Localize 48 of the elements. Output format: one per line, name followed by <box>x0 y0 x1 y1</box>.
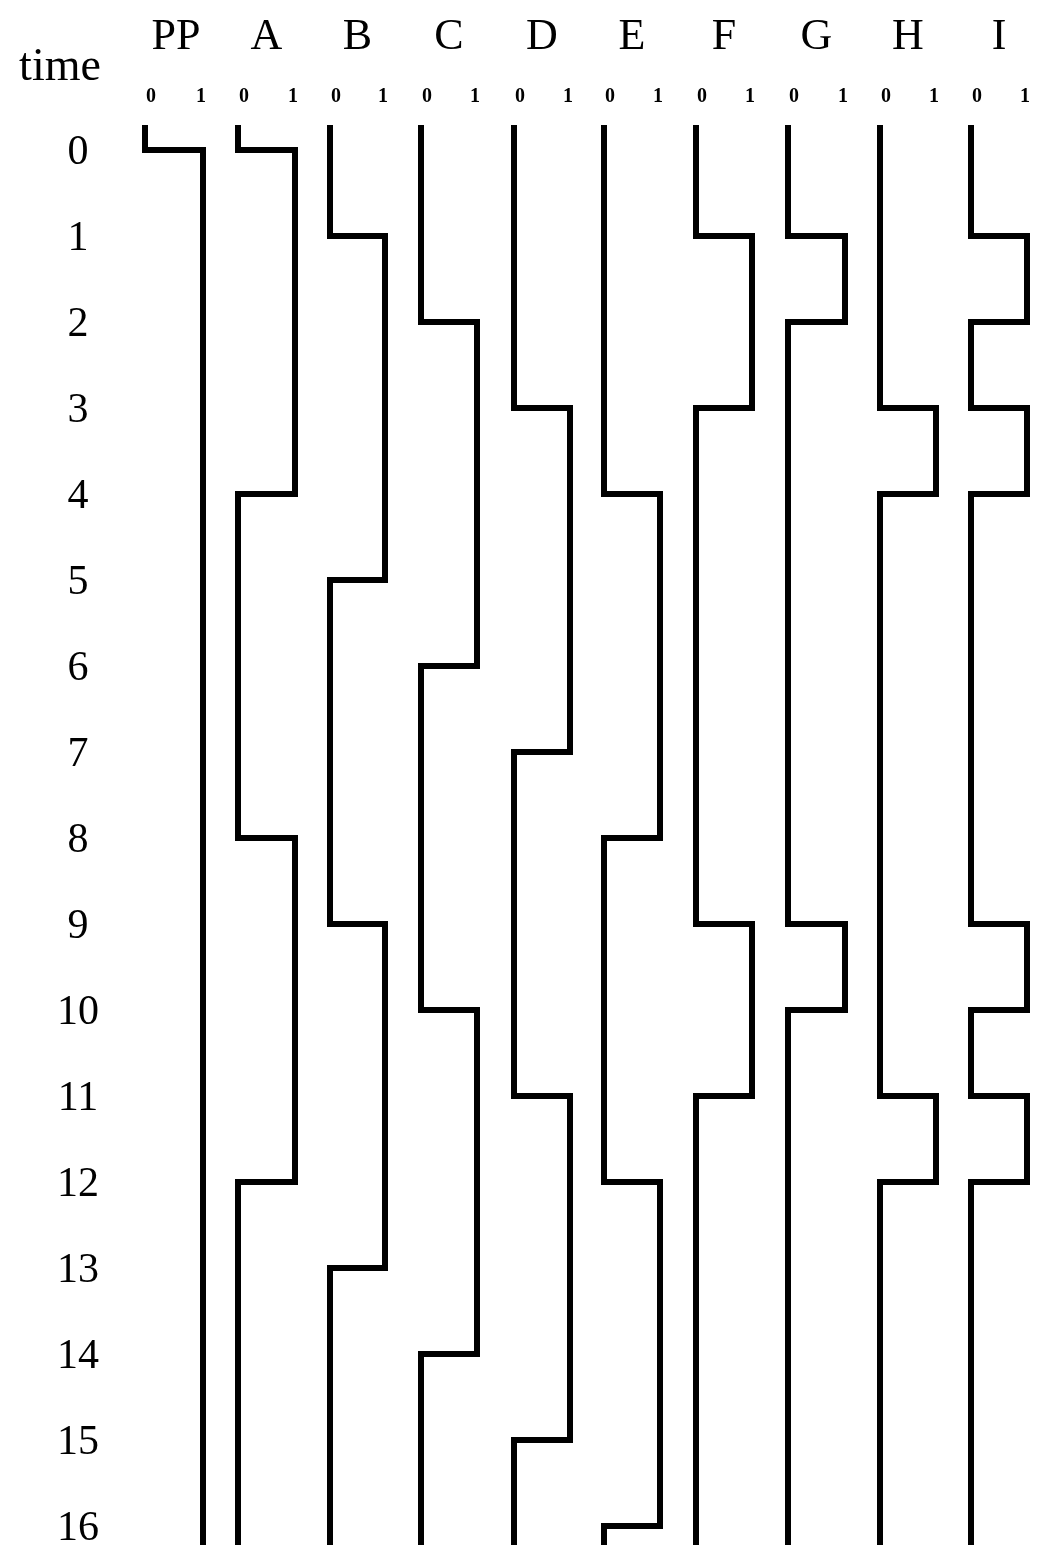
time-label: 8 <box>67 817 89 859</box>
signal-name: H <box>892 13 924 57</box>
time-label: 2 <box>67 301 89 343</box>
time-label: 10 <box>57 989 99 1031</box>
level-label: 1 <box>838 85 848 105</box>
time-label: 12 <box>57 1161 99 1203</box>
axis-title: time <box>19 42 101 88</box>
level-label: 1 <box>653 85 663 105</box>
level-label: 0 <box>605 85 615 105</box>
time-label: 16 <box>57 1505 99 1547</box>
level-label: 1 <box>745 85 755 105</box>
level-label: 1 <box>378 85 388 105</box>
time-label: 14 <box>57 1333 99 1375</box>
signal-name: C <box>434 13 464 57</box>
signal-name: I <box>991 13 1007 57</box>
signal-name: D <box>526 13 558 57</box>
level-label: 1 <box>1020 85 1030 105</box>
level-label: 1 <box>563 85 573 105</box>
level-label: 0 <box>697 85 707 105</box>
time-label: 0 <box>67 129 89 171</box>
level-label: 1 <box>929 85 939 105</box>
level-label: 0 <box>789 85 799 105</box>
signal-name: F <box>711 13 737 57</box>
signal-name: A <box>250 13 283 57</box>
time-label: 15 <box>57 1419 99 1461</box>
time-label: 4 <box>67 473 89 515</box>
level-label: 0 <box>972 85 982 105</box>
time-label: 11 <box>57 1075 99 1117</box>
signal-name: PP <box>151 13 201 57</box>
time-label: 6 <box>67 645 89 687</box>
signal-name: G <box>800 13 833 57</box>
signal-name: E <box>618 13 646 57</box>
level-label: 0 <box>331 85 341 105</box>
level-label: 1 <box>196 85 206 105</box>
time-label: 1 <box>67 215 89 257</box>
level-label: 0 <box>881 85 891 105</box>
time-label: 9 <box>67 903 89 945</box>
time-label: 13 <box>57 1247 99 1289</box>
level-label: 0 <box>515 85 525 105</box>
level-label: 1 <box>288 85 298 105</box>
level-label: 0 <box>146 85 156 105</box>
time-label: 3 <box>67 387 89 429</box>
level-label: 0 <box>422 85 432 105</box>
level-label: 0 <box>239 85 249 105</box>
level-label: 1 <box>470 85 480 105</box>
time-label: 7 <box>67 731 89 773</box>
signal-name: B <box>342 13 373 57</box>
time-label: 5 <box>67 559 89 601</box>
